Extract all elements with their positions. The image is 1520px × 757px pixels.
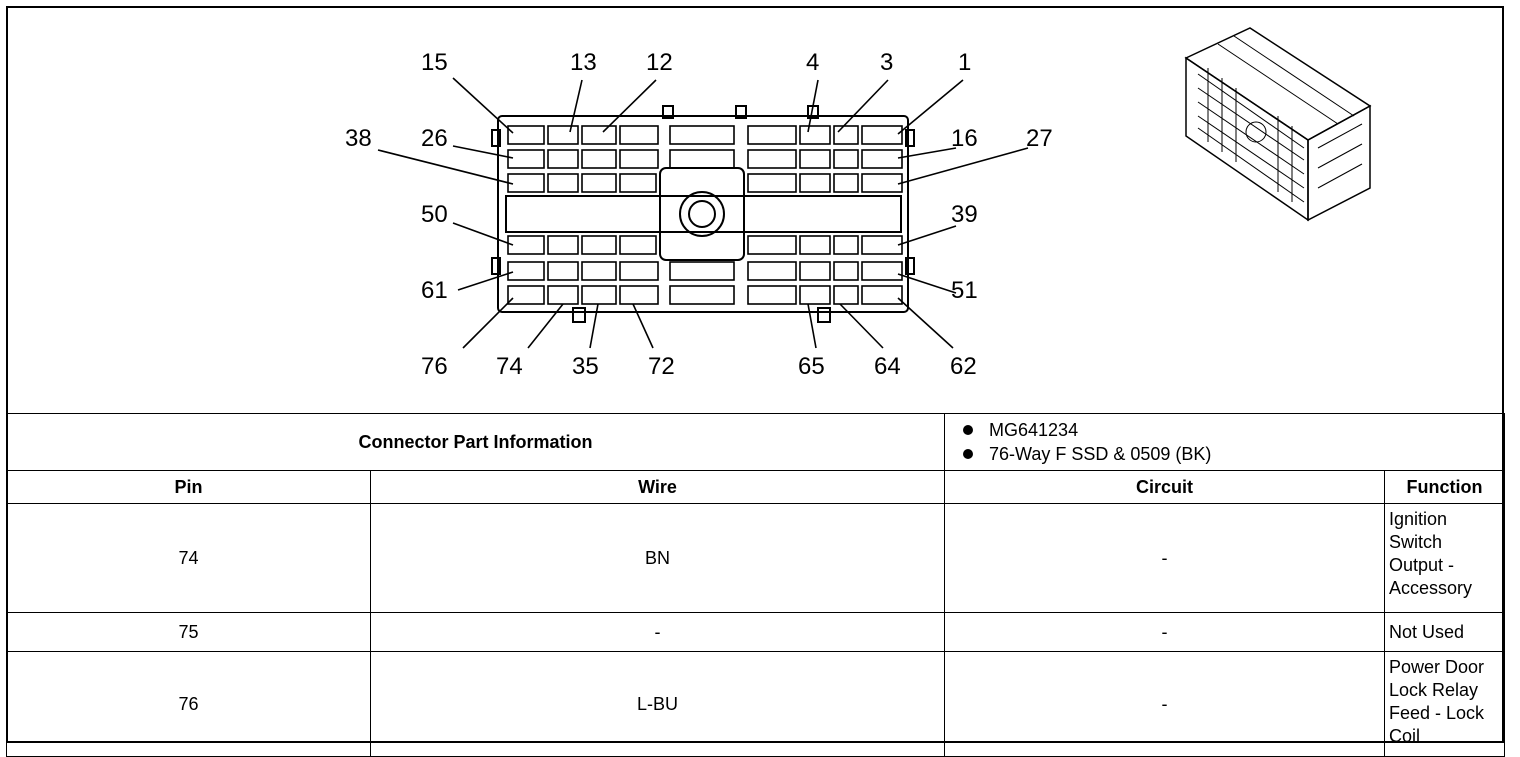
circuit-cell: - [944, 612, 1386, 652]
connector-info-title: Connector Part Information [5, 413, 946, 471]
header-pin: Pin [6, 470, 371, 504]
function-cell: Ignition Switch Output - Accessory [1384, 503, 1506, 613]
pin-label-65: 65 [798, 353, 825, 380]
pin-cell: 76 [6, 651, 371, 757]
table-header-row: Pin Wire Circuit Function [6, 470, 1506, 504]
pin-label-12: 12 [646, 49, 673, 76]
connector-pinout-table: Connector Part Information MG641234 76-W… [5, 413, 1506, 757]
function-cell: Power Door Lock Relay Feed - Lock Coil [1384, 651, 1506, 757]
wire-cell: BN [369, 503, 946, 613]
pin-label-27: 27 [1026, 125, 1053, 152]
circuit-cell: - [944, 651, 1386, 757]
pin-label-72: 72 [648, 353, 675, 380]
table-row: 74 BN - Ignition Switch Output - Accesso… [6, 503, 1506, 613]
pin-label-62: 62 [950, 353, 977, 380]
connector-isometric-illustration [1184, 27, 1372, 222]
pin-label-35: 35 [572, 353, 599, 380]
header-wire: Wire [369, 470, 946, 504]
pin-label-76: 76 [421, 353, 448, 380]
pin-label-39: 39 [951, 201, 978, 228]
pin-label-50: 50 [421, 201, 448, 228]
connector-body [497, 115, 909, 313]
connector-part-number: MG641234 [959, 418, 1504, 442]
circuit-cell: - [944, 503, 1386, 613]
pin-label-61: 61 [421, 277, 448, 304]
pin-label-4: 4 [806, 49, 819, 76]
header-circuit: Circuit [944, 470, 1386, 504]
table-row: 75 - - Not Used [6, 612, 1506, 652]
function-cell: Not Used [1384, 612, 1506, 652]
pin-label-15: 15 [421, 49, 448, 76]
pin-label-16: 16 [951, 125, 978, 152]
pin-cell: 75 [6, 612, 371, 652]
pin-label-38: 38 [345, 125, 372, 152]
table-row: 76 L-BU - Power Door Lock Relay Feed - L… [6, 651, 1506, 757]
wire-cell: L-BU [369, 651, 946, 757]
connector-face-drawing: 15 13 12 4 3 1 38 26 50 61 16 27 39 51 7… [345, 27, 1372, 380]
pin-cell: 74 [6, 503, 371, 613]
wire-cell: - [369, 612, 946, 652]
connector-center-band [505, 195, 902, 233]
pin-label-3: 3 [880, 49, 893, 76]
pin-label-13: 13 [570, 49, 597, 76]
header-function: Function [1384, 470, 1506, 504]
pin-label-1: 1 [958, 49, 971, 76]
pin-label-74: 74 [496, 353, 523, 380]
pin-label-64: 64 [874, 353, 901, 380]
pin-label-26: 26 [421, 125, 448, 152]
page-frame: 15 13 12 4 3 1 38 26 50 61 16 27 39 51 7… [5, 6, 1506, 757]
connector-info-list: MG641234 76-Way F SSD & 0509 (BK) [944, 413, 1506, 471]
connector-diagram: 15 13 12 4 3 1 38 26 50 61 16 27 39 51 7… [8, 8, 1506, 416]
connector-info-row: Connector Part Information MG641234 76-W… [5, 413, 1506, 471]
connector-description: 76-Way F SSD & 0509 (BK) [959, 442, 1504, 466]
pin-label-51: 51 [951, 277, 978, 304]
